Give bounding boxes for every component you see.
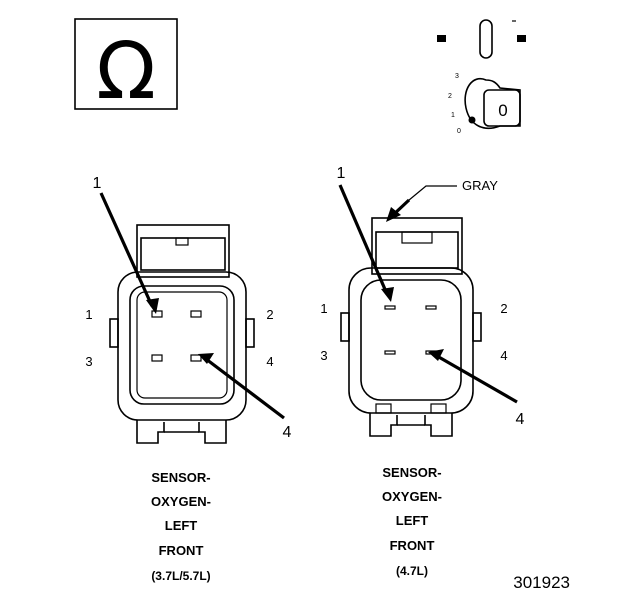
key-position-2: 2 — [448, 93, 452, 100]
caption-line-3: LEFT — [396, 513, 429, 528]
engine-label: (3.7L/5.7L) — [151, 569, 210, 583]
callout-top-label: 1 — [337, 165, 346, 182]
pin-label-1: 1 — [85, 307, 92, 322]
caption-line-4: FRONT — [159, 543, 204, 558]
color-callout-arrow — [386, 207, 401, 222]
pin-label-1: 1 — [320, 301, 327, 316]
pin-2-cavity — [190, 310, 202, 318]
ignition-slot — [479, 19, 493, 59]
key-position-1: 1 — [451, 112, 455, 119]
connector-right-face — [360, 279, 462, 401]
caption-line-1: SENSOR- — [382, 465, 441, 480]
ohm-meter-icon: Ω — [74, 18, 178, 117]
ohm-symbol: Ω — [96, 27, 156, 117]
key-label: 0 — [498, 101, 507, 120]
connector-left: 1 4 1 2 3 4 SENSOR- OXYGEN- LEFT FRONT (… — [85, 175, 291, 583]
figure-number: 301923 — [513, 573, 570, 592]
pin-1-cavity — [151, 310, 163, 318]
callout-arrow-1 — [381, 287, 394, 302]
pin-2-cavity — [425, 305, 437, 310]
pin-1-cavity — [384, 305, 396, 310]
caption-line-2: OXYGEN- — [382, 489, 442, 504]
callout-bottom-label: 4 — [516, 411, 525, 428]
connector-right-shell — [348, 267, 474, 414]
pin-label-3: 3 — [320, 348, 327, 363]
connector-right: GRAY 1 4 1 2 3 4 SENSOR- OXYGEN- LEFT FR… — [320, 165, 524, 578]
ignition-key-icon: 0 — [464, 77, 521, 130]
caption-line-2: OXYGEN- — [151, 494, 211, 509]
connector-color-label: GRAY — [462, 178, 498, 193]
pin-label-4: 4 — [266, 354, 273, 369]
pin-label-2: 2 — [500, 301, 507, 316]
pin-3-cavity — [384, 350, 396, 355]
callout-top-label: 1 — [93, 175, 102, 192]
pin-4-cavity — [190, 354, 202, 362]
caption-line-3: LEFT — [165, 518, 198, 533]
ignition-marker-left — [437, 35, 446, 42]
pin-label-4: 4 — [500, 348, 507, 363]
caption-line-4: FRONT — [390, 538, 435, 553]
pin-label-2: 2 — [266, 307, 273, 322]
connector-left-face — [129, 285, 235, 405]
key-position-dot — [468, 116, 476, 124]
callout-arrow-4 — [198, 353, 214, 364]
callout-arrow-1 — [146, 298, 159, 314]
engine-label: (4.7L) — [396, 564, 428, 578]
key-position-3: 3 — [455, 73, 459, 80]
pin-3-cavity — [151, 354, 163, 362]
ignition-marker-right — [517, 35, 526, 42]
key-position-0: 0 — [457, 128, 461, 135]
callout-arrow-4 — [428, 349, 444, 361]
caption-line-1: SENSOR- — [151, 470, 210, 485]
ignition-switch-icon: 0 3 2 1 0 — [437, 19, 526, 135]
callout-bottom-label: 4 — [283, 424, 292, 441]
pin-label-3: 3 — [85, 354, 92, 369]
